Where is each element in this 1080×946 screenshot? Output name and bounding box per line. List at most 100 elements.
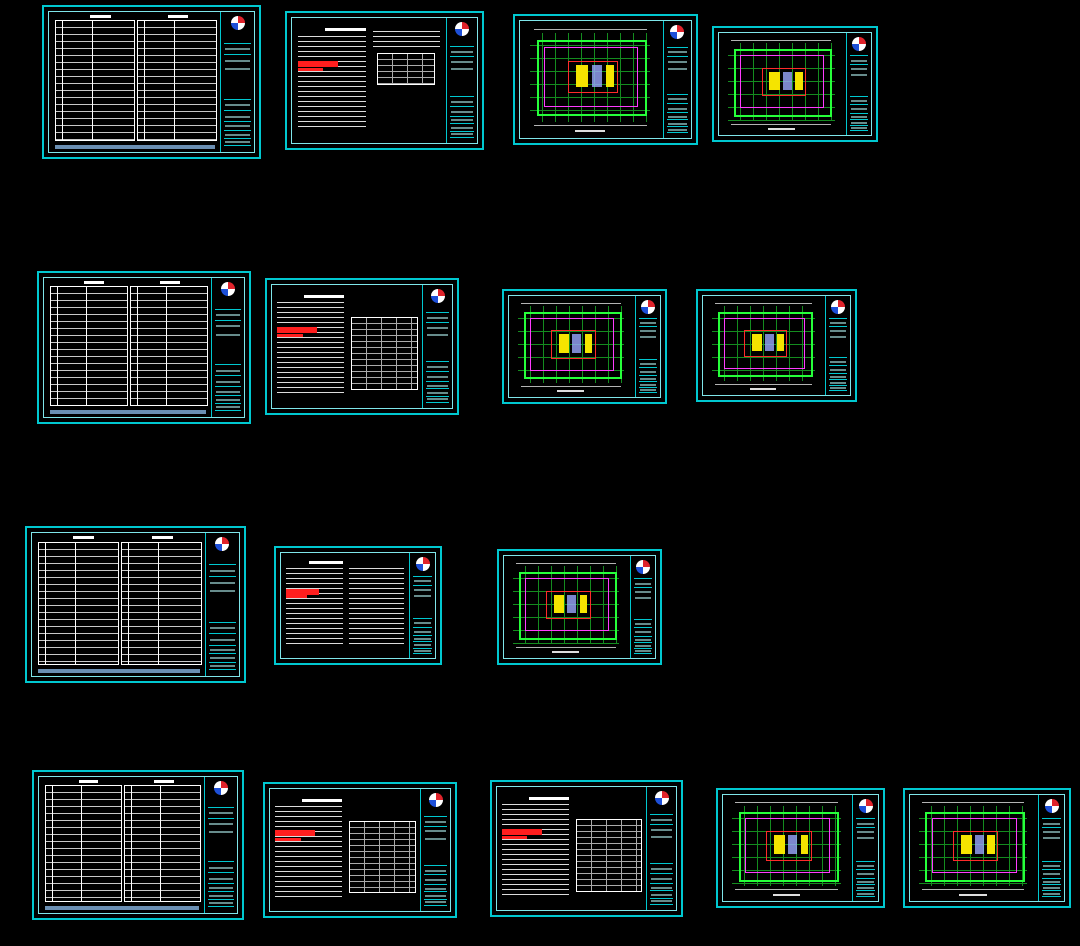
- notes-title: [302, 798, 342, 802]
- title-block-rule: [426, 388, 449, 390]
- drawing-sheet-row3-notes[interactable]: [274, 546, 442, 665]
- title-block-rule: [633, 627, 652, 629]
- notes-highlight: [297, 60, 339, 67]
- title-block-text: [425, 887, 446, 890]
- index-table-right: [124, 785, 202, 903]
- drawing-sheet-row4-plan-a[interactable]: [716, 788, 885, 908]
- sheet-inner-frame: [48, 11, 255, 153]
- drawing-sheet-row1-notes[interactable]: [285, 11, 484, 150]
- plan-core-yellow: [960, 835, 972, 855]
- drawing-sheet-row3-index[interactable]: [25, 526, 246, 683]
- plan-dimension-top: [922, 802, 1024, 804]
- index-heading: [167, 14, 189, 18]
- title-block-text: [634, 649, 651, 652]
- plan-drawing-title: [959, 893, 987, 896]
- drawing-sheet-row1-plan-b[interactable]: [712, 26, 878, 142]
- plan-dimension-top: [533, 29, 647, 31]
- title-block-text: [427, 392, 448, 394]
- title-block-text: [830, 387, 846, 390]
- plan-building-outline: [734, 49, 833, 117]
- index-table-left: [44, 785, 123, 903]
- plan-core-walls: [766, 831, 812, 861]
- title-block-rule: [1042, 877, 1061, 879]
- company-logo-icon: [640, 300, 655, 314]
- plan-core-walls: [567, 60, 618, 94]
- title-block-text: [634, 582, 651, 585]
- title-block-rule: [224, 121, 251, 123]
- notes-symbol-table: [377, 53, 435, 85]
- plan-core-stair: [974, 835, 984, 855]
- title-block-rule: [829, 317, 847, 319]
- index-footer: [38, 669, 200, 674]
- title-block-rule: [224, 98, 251, 100]
- title-block-text: [667, 60, 687, 63]
- drawing-sheet-row4-notes-b[interactable]: [490, 780, 683, 917]
- title-block-rule: [829, 373, 847, 375]
- drawing-sheet-row2-plan-b[interactable]: [696, 289, 857, 402]
- title-block-rule: [849, 112, 868, 114]
- sheet-inner-frame: [496, 786, 677, 911]
- drawing-sheet-row4-plan-b[interactable]: [903, 788, 1071, 908]
- index-table-right: [137, 20, 218, 141]
- title-block-rule: [450, 105, 474, 107]
- notes-table: [351, 316, 418, 391]
- title-block-text: [225, 133, 250, 136]
- company-logo-icon: [670, 25, 685, 39]
- notes-highlight: [277, 334, 303, 338]
- title-block-text: [857, 892, 874, 895]
- notes-text-left: [277, 302, 344, 395]
- title-block-text: [425, 895, 446, 898]
- plan-core-yellow: [751, 333, 762, 352]
- title-block-rule: [208, 644, 236, 646]
- plan-core-yellow: [774, 835, 785, 855]
- title-block-rule: [666, 93, 688, 95]
- plan-building-outline: [738, 811, 839, 882]
- sheet-inner-frame: [271, 284, 453, 409]
- plan-building-outline: [537, 39, 648, 117]
- plan-core-yellow: [795, 71, 803, 91]
- drawing-sheet-row1-index[interactable]: [42, 5, 261, 159]
- title-block-text: [639, 383, 656, 386]
- plan-core-yellow: [987, 835, 995, 855]
- title-block: [422, 285, 452, 408]
- drawing-sheet-row4-notes-a[interactable]: [263, 782, 457, 918]
- title-block-text: [425, 901, 446, 904]
- title-block: [1038, 795, 1064, 901]
- title-block-rule: [426, 371, 449, 373]
- drawing-sheet-row2-plan-a[interactable]: [502, 289, 667, 404]
- title-block-text: [850, 73, 867, 76]
- title-block-rule: [829, 325, 847, 327]
- title-block-text: [209, 657, 235, 660]
- plan-dimension-bottom: [735, 889, 838, 891]
- drawing-sheet-row1-plan-a[interactable]: [513, 14, 698, 145]
- title-block-text: [651, 818, 672, 821]
- plan-dimension-top: [735, 802, 838, 804]
- title-block-rule: [650, 814, 673, 816]
- title-block-rule: [829, 365, 847, 367]
- title-block-text: [225, 125, 250, 128]
- title-block-text: [667, 115, 687, 118]
- drawing-sheet-row2-notes[interactable]: [265, 278, 459, 415]
- notes-highlight: [275, 837, 301, 841]
- title-block-text: [651, 886, 672, 889]
- drawing-sheet-row2-index[interactable]: [37, 271, 251, 424]
- plan-core-yellow: [584, 334, 593, 353]
- title-block-rule: [424, 874, 447, 876]
- notes-text-right: [348, 567, 405, 647]
- index-heading: [73, 535, 95, 539]
- title-block-rule: [224, 138, 251, 139]
- title-block-text: [1043, 873, 1060, 876]
- title-block-rule: [413, 626, 432, 628]
- drawing-sheet-row4-index[interactable]: [32, 770, 244, 920]
- title-block-text: [634, 631, 651, 634]
- drawing-sheet-row3-plan-a[interactable]: [497, 549, 662, 665]
- company-logo-icon: [221, 282, 235, 296]
- title-block-rule: [666, 112, 688, 114]
- notes-table: [575, 818, 643, 893]
- title-block-text: [451, 126, 473, 129]
- plan-dimension-top: [731, 40, 832, 42]
- title-block-rule: [666, 56, 688, 58]
- title-block-text: [451, 60, 473, 63]
- title-block-text: [451, 50, 473, 53]
- title-block-rule: [215, 410, 241, 412]
